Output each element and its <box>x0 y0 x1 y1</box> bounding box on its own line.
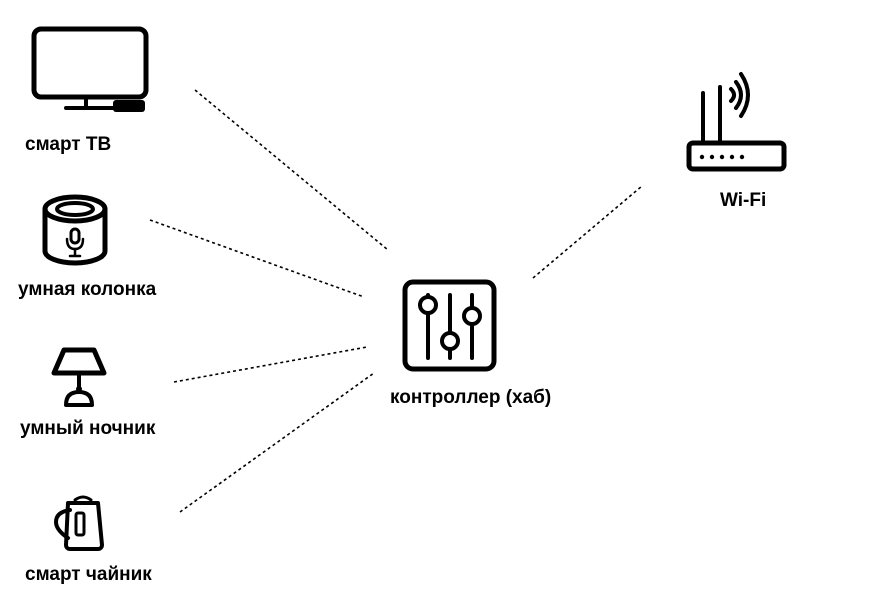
device-label-kettle: смарт чайник <box>25 564 152 585</box>
wifi-signal-icon <box>729 72 750 118</box>
hub-label: контроллер (хаб) <box>390 387 551 408</box>
tv-icon <box>31 26 149 112</box>
link-lamp-hub <box>173 346 368 383</box>
link-kettle-hub <box>179 372 375 513</box>
router-icon <box>686 72 787 172</box>
device-label-tv: смарт ТВ <box>25 134 111 155</box>
link-speaker-hub <box>149 219 365 298</box>
lamp-icon <box>51 347 107 407</box>
sliders-icon <box>402 279 497 372</box>
kettle-icon <box>54 495 104 551</box>
link-hub-wifi <box>532 185 643 279</box>
smart-speaker-icon <box>42 194 108 266</box>
wifi-label: Wi-Fi <box>720 190 766 211</box>
device-label-lamp: умный ночник <box>20 418 156 439</box>
device-label-speaker: умная колонка <box>18 279 157 300</box>
link-tv-hub <box>194 89 389 251</box>
microphone-icon <box>65 227 85 258</box>
